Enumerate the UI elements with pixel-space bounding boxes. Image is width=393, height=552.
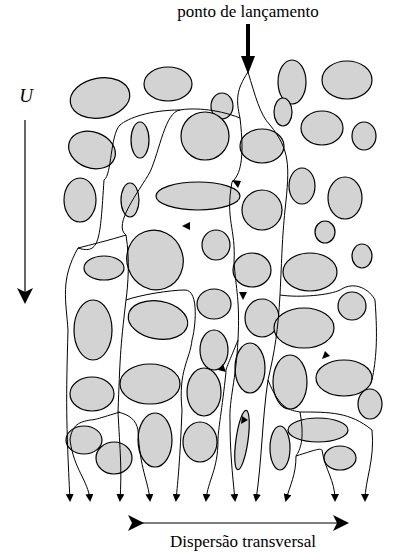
injection-arrow [246,24,250,58]
velocity-arrow [24,120,25,300]
injection-arrowhead [241,56,255,74]
flow-paths [65,72,376,500]
dispersion-label: Dispersão transversal [170,533,316,552]
inner-arrowheads [182,180,330,424]
grains [63,60,382,474]
dispersion-arrow [140,522,345,523]
release-point-label: ponto de lançamento [177,3,319,22]
velocity-symbol: U [19,86,33,107]
